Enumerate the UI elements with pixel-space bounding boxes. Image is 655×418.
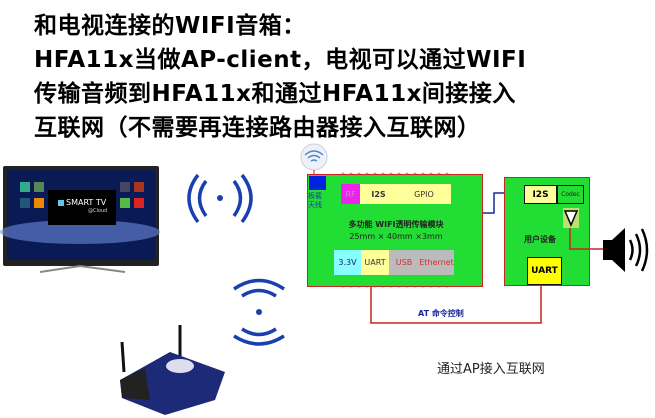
uart-connection-line [370,274,542,324]
port-usb: USB [389,250,420,275]
heading-line-3: 传输音频到HFA11x和通过HFA11x间接接入 [34,81,516,107]
module-title: 多功能 WIFI透明传输模块 [348,220,444,229]
onboard-antenna [309,176,326,190]
wifi-module-board: 板载天线 RF I2S GPIO 多功能 WIFI透明传输模块 25mm × 4… [307,174,483,287]
router-image [120,325,225,415]
port-uart: UART [361,250,389,275]
port-i2s: I2S [360,184,398,204]
tv-sub-text: @Cloud [88,208,108,214]
device-uart: UART [527,257,562,285]
smart-tv-logo-icon [58,200,64,206]
user-device-board: I2S Codec 用户设备 UART [504,177,590,286]
wifi-antenna-icon [300,143,328,175]
port-ethernet: Ethernet [419,250,454,275]
device-i2s: I2S [524,185,557,204]
device-codec: Codec [557,185,584,204]
tv-brand-text: SMART TV [66,198,107,207]
module-size: 25mm × 40mm ×3mm [349,232,443,241]
port-3v3: 3.3V [334,250,361,275]
tv-image [0,166,160,273]
wifi-waves-icon [187,173,253,224]
at-command-label: AT 命令控制 [418,309,464,318]
heading-line-1: 和电视连接的WIFI音箱： [34,13,306,39]
caption: 通过AP接入互联网 [437,362,545,377]
antenna-label: 板载天线 [308,192,322,209]
wifi-waves-vertical-icon [233,278,285,346]
port-gpio: GPIO [397,184,451,204]
amplifier-icon [563,208,579,228]
user-device-label: 用户设备 [524,235,556,244]
port-rf: RF [341,184,360,204]
heading-line-2: HFA11x当做AP-client，电视可以通过WIFI [34,47,527,73]
heading-line-4: 互联网（不需要再连接路由器接入互联网） [34,115,481,141]
